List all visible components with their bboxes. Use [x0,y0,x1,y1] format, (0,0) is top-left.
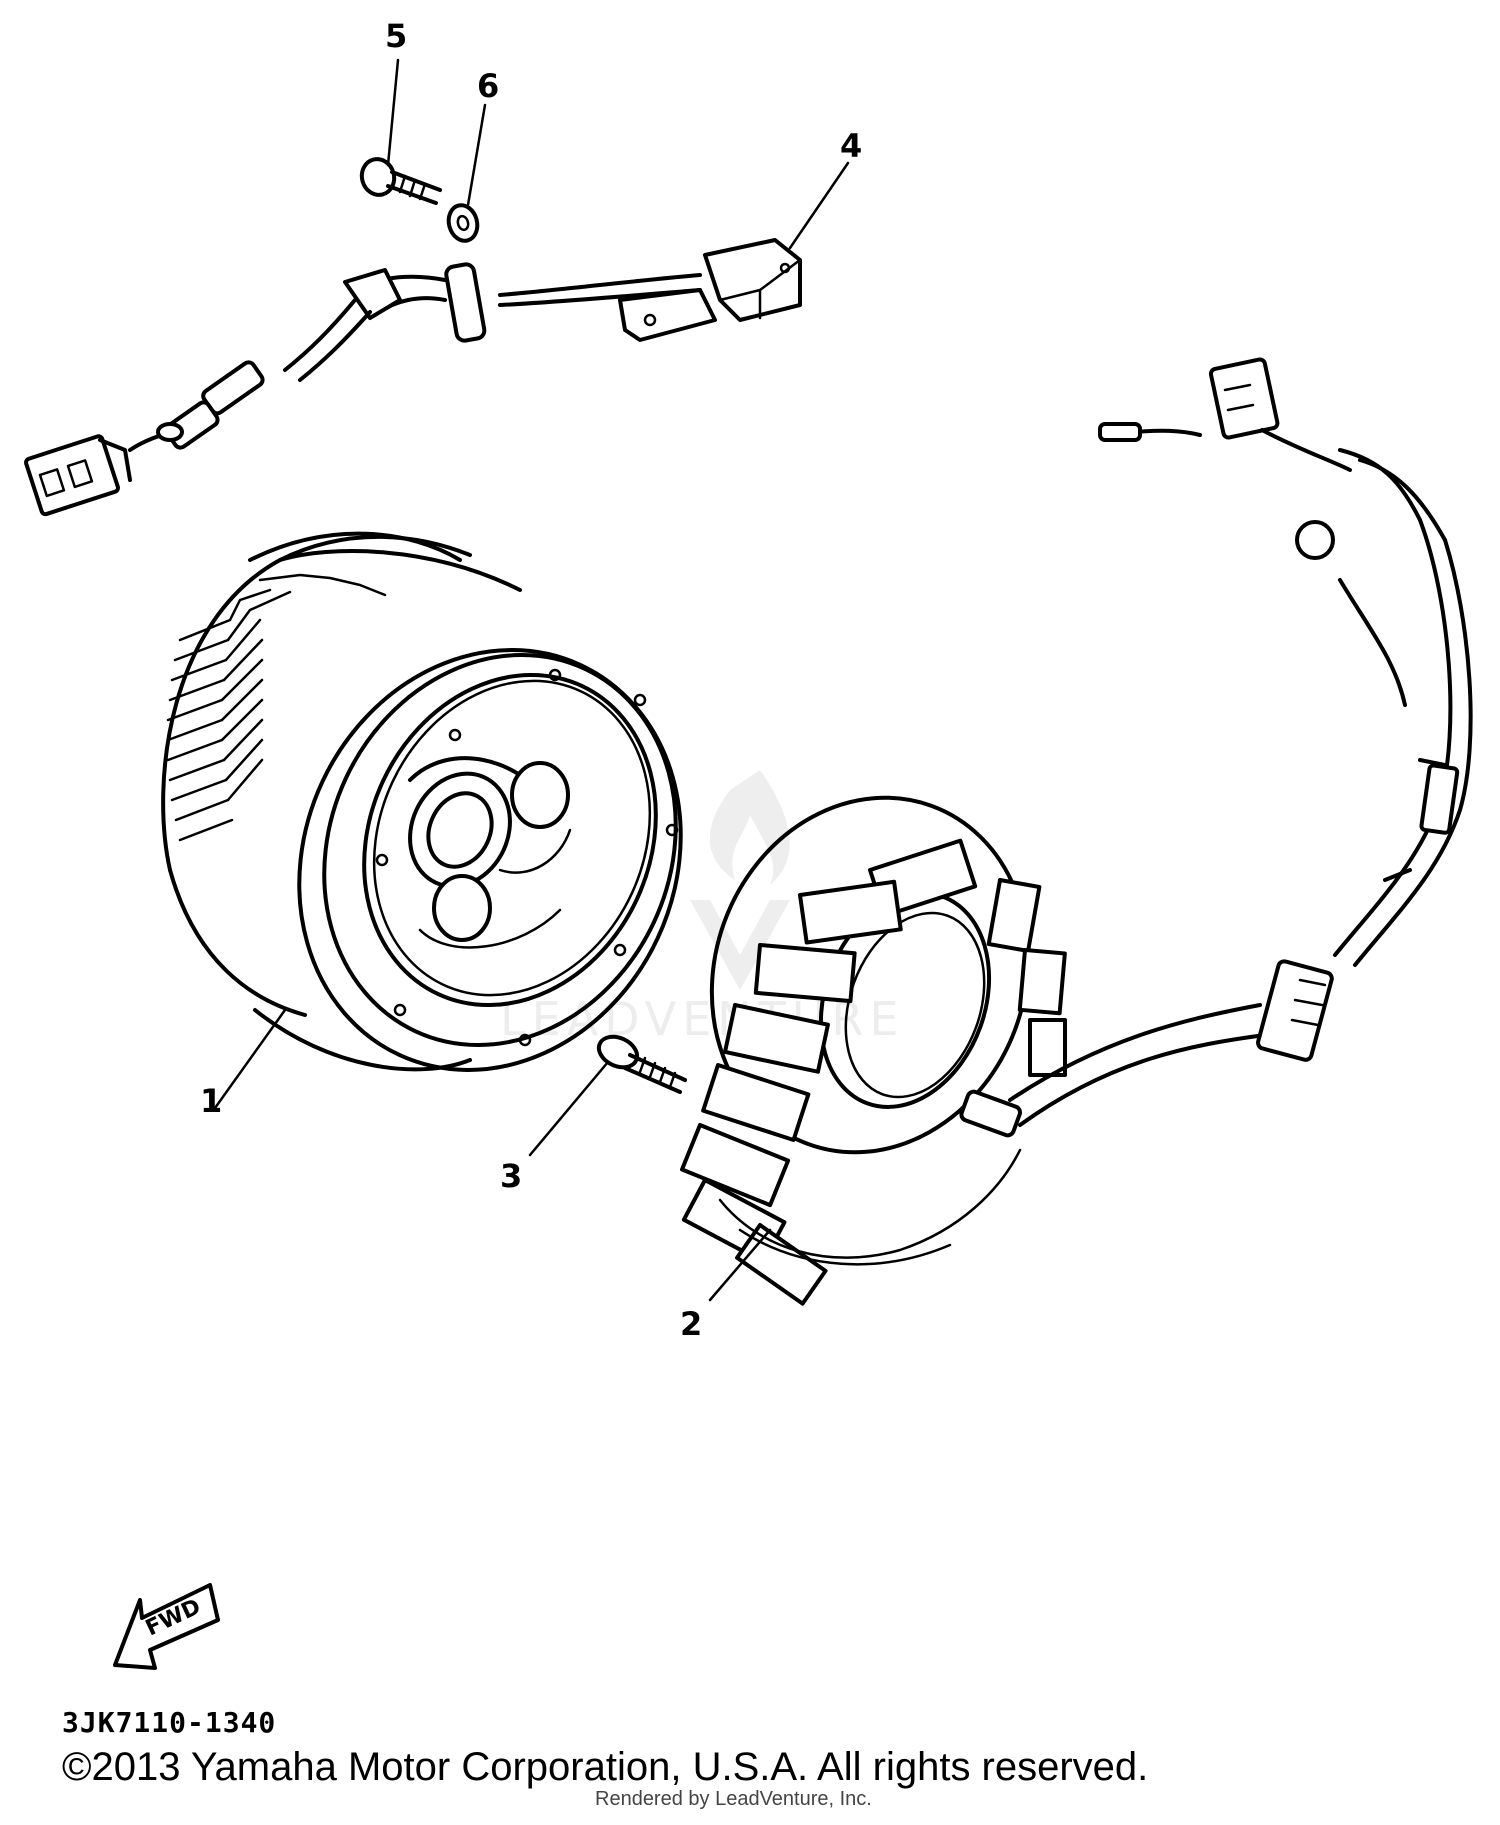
rendered-by-notice: Rendered by LeadVenture, Inc. [595,1788,872,1811]
forward-arrow-icon: FWD [113,1583,220,1670]
stator-screw-part-3 [596,1034,687,1094]
cooling-fins [166,573,387,842]
stator-coil-part-2 [680,795,1067,1306]
copyright-notice: ©2013 Yamaha Motor Corporation, U.S.A. A… [62,1745,1149,1789]
flywheel-rotor-part-1 [161,531,683,1072]
stator-poles [680,838,1067,1306]
callout-part-5: 5 [385,17,408,55]
washer-part-6 [446,203,480,243]
callout-part-6: 6 [477,67,500,105]
diagram-code: 3JK7110-1340 [62,1706,277,1739]
leader-lines [213,58,850,1302]
screw-part-5 [359,157,442,205]
stator-wire-harness [1008,357,1473,1127]
pickup-coil-part-4 [24,238,802,517]
callout-part-2: 2 [680,1305,703,1343]
callout-part-1: 1 [200,1082,223,1120]
callout-part-4: 4 [840,127,863,165]
callout-part-3: 3 [500,1157,523,1195]
